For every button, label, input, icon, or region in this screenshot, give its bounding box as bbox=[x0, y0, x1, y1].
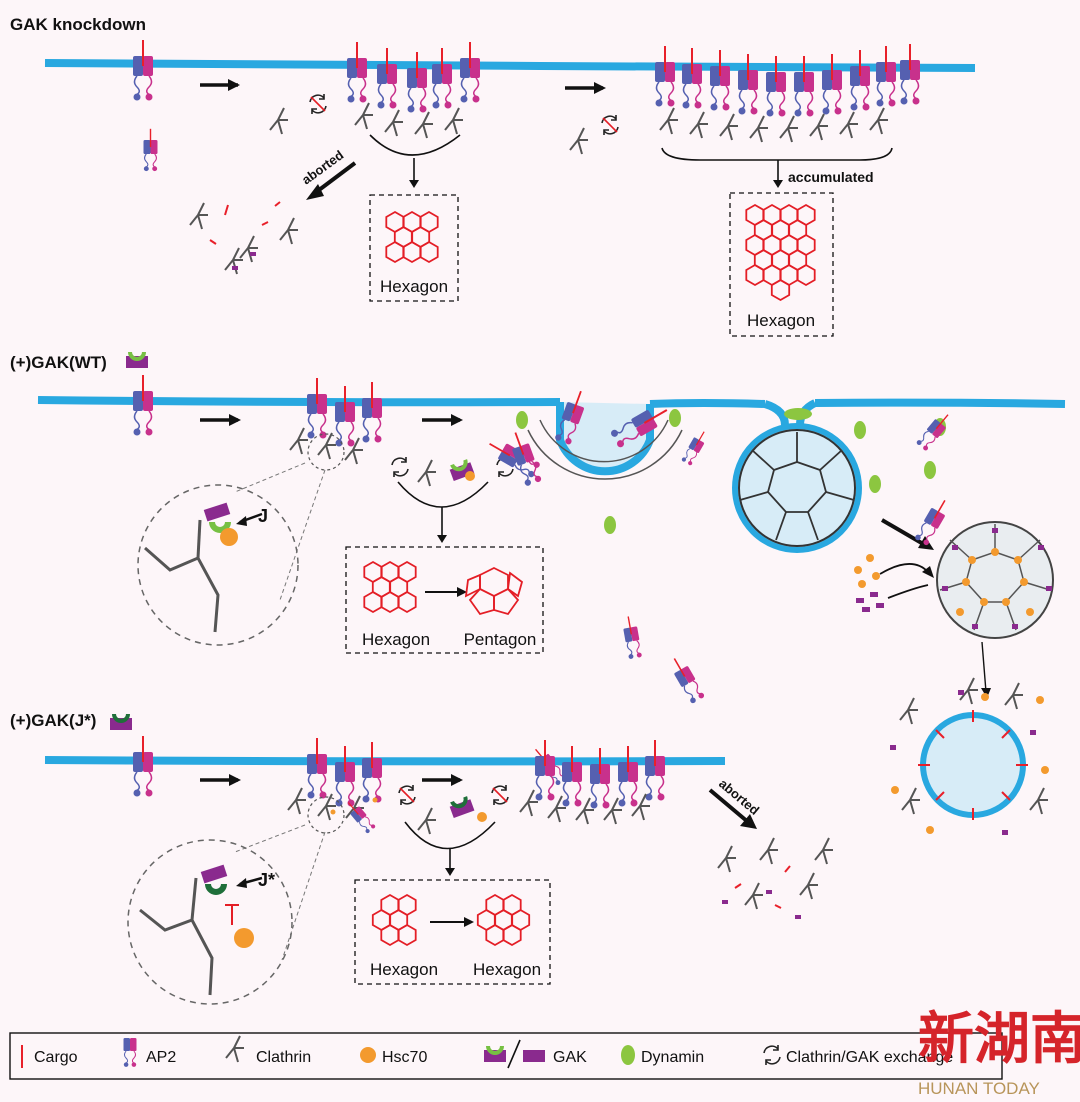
j-domain-label: J bbox=[258, 506, 268, 526]
coated-pit-1 bbox=[269, 41, 481, 139]
legend-hsc70: Hsc70 bbox=[382, 1049, 427, 1066]
jstar-lattice bbox=[519, 739, 666, 825]
watermark-english: HUNAN TODAY bbox=[918, 1079, 1040, 1098]
exchange-blocked-icon-2 bbox=[602, 115, 618, 135]
zoom-inset-wt: J bbox=[137, 484, 299, 646]
hex-to-penta-box: Hexagon Pentagon bbox=[345, 546, 544, 654]
aborted-label-1: aborted bbox=[299, 147, 346, 187]
exchange-blocked-icon bbox=[310, 94, 326, 114]
aborted-debris-1 bbox=[142, 128, 299, 275]
gak-wt-icon bbox=[124, 350, 150, 370]
membrane-2 bbox=[37, 396, 561, 407]
aborted-label-2: aborted bbox=[716, 776, 762, 818]
uncoating-vesicle bbox=[936, 521, 1054, 639]
hexagon-label-5: Hexagon bbox=[473, 960, 541, 979]
panel-title-jstar: (+)GAK(J*) bbox=[10, 711, 96, 730]
panel-title-knockdown: GAK knockdown bbox=[10, 15, 146, 34]
accumulated-lattice bbox=[569, 43, 921, 155]
legend: Cargo AP2 Clathrin Hsc70 GAK Dynamin Cla… bbox=[9, 1032, 1003, 1080]
hexagon-box-2: Hexagon bbox=[729, 192, 834, 337]
invaginated-pit bbox=[484, 387, 683, 534]
exchange-icon bbox=[391, 456, 409, 478]
aborted-debris-2 bbox=[343, 428, 834, 919]
ap2-complex bbox=[132, 39, 154, 102]
legend-dynamin: Dynamin bbox=[641, 1049, 704, 1066]
accumulated-label: accumulated bbox=[788, 169, 874, 185]
legend-cargo: Cargo bbox=[34, 1049, 78, 1066]
uncoated-vesicle bbox=[529, 409, 1049, 835]
watermark: 新湖南 HUNAN TODAY bbox=[918, 1007, 1080, 1098]
coated-pit-jstar bbox=[287, 737, 383, 823]
coated-pit-wt bbox=[289, 377, 383, 465]
aborted-arrow-2 bbox=[708, 788, 750, 824]
uncoating-inputs bbox=[854, 554, 934, 612]
pentagon-label: Pentagon bbox=[464, 630, 537, 649]
membrane-1 bbox=[44, 59, 976, 72]
watermark-chinese: 新湖南 bbox=[918, 1007, 1080, 1072]
hexagon-label: Hexagon bbox=[380, 277, 448, 296]
panel-title-wt: (+)GAK(WT) bbox=[10, 353, 107, 372]
hexagon-label-3: Hexagon bbox=[362, 630, 430, 649]
budding-vesicle bbox=[732, 399, 946, 553]
jstar-domain-label: J* bbox=[258, 870, 275, 890]
legend-gak: GAK bbox=[553, 1049, 587, 1066]
legend-clathrin: Clathrin bbox=[256, 1049, 311, 1066]
legend-ap2: AP2 bbox=[146, 1049, 176, 1066]
zoom-inset-jstar: J* bbox=[127, 839, 293, 1005]
gak-jstar-icon bbox=[108, 712, 134, 732]
hexagon-box-1: Hexagon bbox=[369, 194, 459, 302]
aborted-arrow-1 bbox=[313, 161, 357, 195]
hexagon-label-4: Hexagon bbox=[370, 960, 438, 979]
legend-exchange: Clathrin/GAK exchange bbox=[786, 1049, 953, 1066]
hex-to-hex-box: Hexagon Hexagon bbox=[354, 879, 551, 985]
hexagon-label-2: Hexagon bbox=[747, 311, 815, 330]
